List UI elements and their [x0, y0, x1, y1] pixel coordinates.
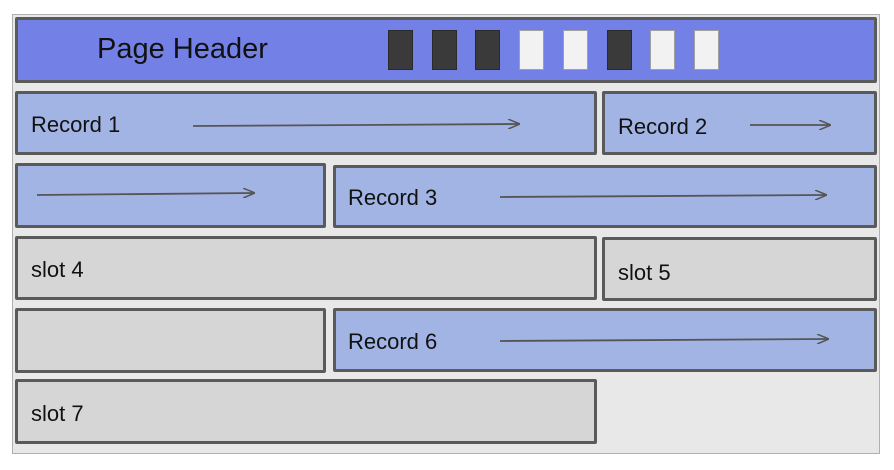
page-header-title: Page Header: [97, 33, 268, 65]
bitmap-cell-5: [563, 30, 588, 70]
record-2-box: [602, 91, 877, 155]
record-2-continuation-box: [15, 163, 326, 228]
record-3-label: Record 3: [348, 185, 438, 210]
slot-4-label: slot 4: [31, 257, 84, 282]
bitmap-cell-3: [475, 30, 500, 70]
record-6-label: Record 6: [348, 329, 438, 354]
record-1-box: [15, 91, 597, 155]
bitmap-cell-2: [432, 30, 457, 70]
slot-5-label: slot 5: [618, 260, 671, 285]
bitmap-cell-7: [650, 30, 675, 70]
bitmap-cell-8: [694, 30, 719, 70]
bitmap-cell-6: [607, 30, 632, 70]
slot-7-box: [15, 379, 597, 444]
record-2-label: Record 2: [618, 114, 708, 139]
record-1-label: Record 1: [31, 112, 121, 137]
slot-5-box: [602, 237, 877, 301]
bitmap-cell-4: [519, 30, 544, 70]
slot-7-label: slot 7: [31, 401, 84, 426]
empty-slot-box: [15, 308, 326, 373]
slot-4-box: [15, 236, 597, 300]
bitmap-cell-1: [388, 30, 413, 70]
